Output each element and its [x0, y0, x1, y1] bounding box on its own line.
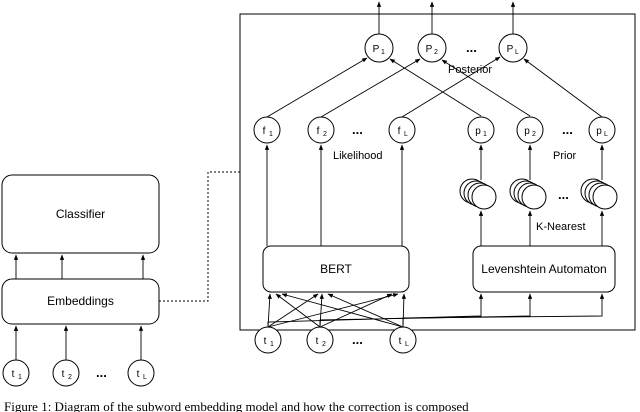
classifier-label: Classifier	[56, 207, 105, 221]
left-input-t2: t 2	[52, 359, 80, 387]
edge-p2-P2	[441, 59, 531, 117]
input-automaton-edges	[267, 293, 605, 327]
candidate-stack-2	[509, 178, 547, 210]
knearest-label: K-Nearest	[536, 221, 586, 233]
right-input-t2-sub: 2	[322, 341, 326, 348]
prior-node-p2-sub: 2	[532, 131, 536, 138]
edge-t1-bert-a	[267, 293, 272, 328]
likelihood-node-f1: f 1	[253, 116, 281, 144]
prior-node-p2: p 2	[516, 116, 544, 144]
left-input-ellipsis: ...	[96, 365, 107, 380]
edge-tL-bert-a	[281, 293, 404, 328]
right-input-t1-base: t	[264, 336, 267, 347]
edge-t1-bert-c	[267, 293, 399, 328]
prior-node-p1-base: p	[475, 126, 481, 137]
classifier-box	[1, 174, 160, 254]
edge-bus-t2	[319, 293, 533, 327]
prior-node-p2-base: p	[524, 126, 530, 137]
edge-p1-P1	[389, 58, 482, 117]
edge-t2-bert-a	[275, 293, 321, 328]
right-input-t1-sub: 1	[270, 341, 274, 348]
right-input-t2-base: t	[316, 336, 319, 347]
candidate-stack-3	[580, 178, 618, 210]
likelihood-node-f2: f 2	[307, 116, 335, 144]
prior-node-pL-base: p	[596, 126, 602, 137]
left-input-t1-sub: 1	[18, 374, 22, 381]
levenshtein-automaton-label: Levenshtein Automaton	[481, 262, 606, 276]
likelihood-node-fL-sub: L	[404, 131, 408, 138]
left-input-tL-sub: L	[143, 374, 147, 381]
edge-fL-PL	[401, 56, 501, 118]
right-model-frame	[239, 13, 636, 331]
right-input-tL-base: t	[399, 336, 402, 347]
posterior-node-PL: P L	[498, 33, 528, 63]
prior-node-pL: p L	[588, 116, 616, 144]
posterior-label: Posterior	[448, 64, 492, 76]
input-bert-edges	[267, 293, 407, 328]
posterior-node-PL-sub: L	[515, 49, 519, 56]
prior-node-p1-sub: 1	[483, 131, 487, 138]
dotted-connector	[159, 171, 240, 302]
left-input-t1-base: t	[12, 369, 15, 380]
posterior-node-P1-sub: 1	[381, 49, 385, 56]
edge-t2-bert-c	[319, 293, 393, 328]
posterior-node-P2-sub: 2	[434, 49, 438, 56]
right-input-t1: t 1	[254, 326, 282, 354]
right-input-tL-sub: L	[405, 341, 409, 348]
left-input-t2-base: t	[62, 369, 65, 380]
posterior-node-P2: P 2	[417, 33, 447, 63]
prior-node-p1: p 1	[467, 116, 495, 144]
right-input-tL: t L	[389, 326, 417, 354]
left-input-tL: t L	[127, 359, 155, 387]
figure-caption: Figure 1: Diagram of the subword embeddi…	[4, 400, 469, 412]
bert-label: BERT	[320, 262, 352, 276]
prior-label: Prior	[553, 150, 577, 162]
likelihood-ellipsis: ...	[352, 122, 363, 137]
edge-pL-PL	[523, 58, 603, 118]
prior-ellipsis: ...	[562, 122, 573, 137]
left-model: Classifier Embeddings t 1 t 2 ... t L	[1, 174, 160, 387]
likelihood-label: Likelihood	[333, 150, 383, 162]
prior-node-pL-sub: L	[604, 131, 608, 138]
right-input-ellipsis: ...	[352, 332, 363, 347]
levenshtein-automaton-box	[472, 245, 616, 293]
right-model: P 1 P 2 ... P L Posterior f 1	[239, 1, 636, 354]
posterior-node-P1: P 1	[364, 33, 394, 63]
likelihood-node-f1-base: f	[263, 126, 266, 137]
edge-bus-tL	[402, 293, 605, 327]
posterior-node-P1-base: P	[373, 44, 380, 55]
bert-box	[262, 245, 410, 293]
left-input-tL-base: t	[137, 369, 140, 380]
left-input-t1: t 1	[2, 359, 30, 387]
edge-tL-bert-b	[327, 293, 404, 328]
left-input-t2-sub: 2	[68, 374, 72, 381]
candidate-stack-1	[459, 178, 497, 210]
edge-f2-P2	[320, 58, 421, 118]
candidate-ellipsis: ...	[558, 187, 569, 202]
likelihood-node-fL-base: f	[398, 126, 401, 137]
posterior-node-PL-base: P	[507, 44, 514, 55]
posterior-edges	[266, 56, 603, 118]
edge-f1-P1	[266, 57, 368, 118]
likelihood-node-fL: f L	[388, 116, 416, 144]
embeddings-label: Embeddings	[47, 294, 114, 308]
likelihood-node-f2-base: f	[317, 126, 320, 137]
likelihood-node-f1-sub: 1	[269, 131, 273, 138]
right-input-t2: t 2	[306, 326, 334, 354]
posterior-node-P2-base: P	[426, 44, 433, 55]
likelihood-node-f2-sub: 2	[323, 131, 327, 138]
posterior-ellipsis: ...	[466, 40, 477, 55]
